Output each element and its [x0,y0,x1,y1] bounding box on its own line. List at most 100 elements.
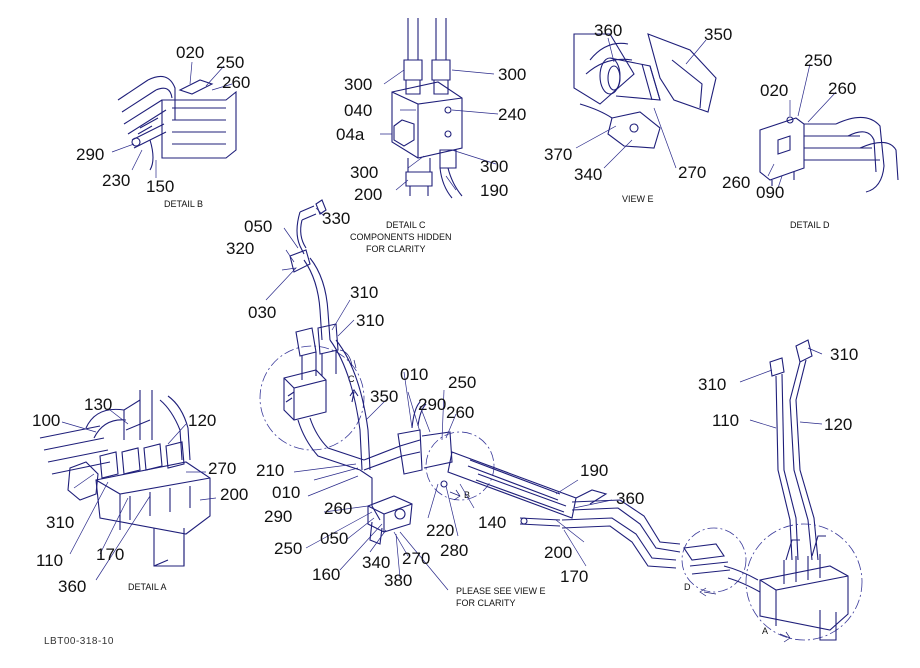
view-letter-c: C [348,374,355,384]
label-300: 300 [350,163,378,182]
label-04a: 04a [336,125,365,144]
detail-d-callout-circle [681,527,747,597]
label-300: 300 [498,65,526,84]
detail-d-leaders [767,63,837,189]
label-110: 110 [36,551,63,570]
detail-a-callout-circle [745,523,863,643]
label-340: 340 [574,165,602,184]
label-010: 010 [400,365,428,384]
please-see-caption-line1: PLEASE SEE VIEW E [456,586,546,596]
label-260: 260 [324,499,352,518]
label-290: 290 [76,145,104,164]
main-upper-hoses [289,199,331,341]
label-310: 310 [46,513,74,532]
label-020: 020 [176,43,204,62]
label-170: 170 [560,567,588,586]
label-290: 290 [264,507,292,526]
label-310: 310 [356,311,384,330]
label-270: 270 [208,459,236,478]
label-260: 260 [446,403,474,422]
label-270: 270 [402,549,430,568]
label-310: 310 [830,345,858,364]
label-250: 250 [804,51,832,70]
label-280: 280 [440,541,468,560]
detail-b-leaders [111,61,233,178]
main-valve-block [283,323,365,471]
label-350: 350 [704,25,732,44]
label-370: 370 [544,145,572,164]
label-310: 310 [350,283,378,302]
detail-c-leaders [380,69,499,191]
main-leaders [265,207,823,591]
view-letter-b: B [464,490,470,500]
detail-a-leaders [61,409,217,581]
view-e-leaders [575,37,707,169]
detail-a-caption: DETAIL A [128,582,167,592]
label-250: 250 [448,373,476,392]
label-360: 360 [594,21,622,40]
please-see-caption-line2: FOR CLARITY [456,598,516,608]
label-250: 250 [274,539,302,558]
detail-a-drawing [39,390,211,567]
detail-c-caption-line2: COMPONENTS HIDDEN [350,232,452,242]
view-e-drawing [573,33,717,149]
label-200: 200 [354,185,382,204]
detail-d-drawing [759,116,899,193]
view-e-caption: VIEW E [622,194,654,204]
label-160: 160 [312,565,340,584]
label-210: 210 [256,461,284,480]
label-050: 050 [320,529,348,548]
label-320: 320 [226,239,254,258]
label-020: 020 [760,81,788,100]
label-230: 230 [102,171,130,190]
label-240: 240 [498,105,526,124]
label-330: 330 [322,209,350,228]
main-cylinder [440,451,577,527]
label-050: 050 [244,217,272,236]
label-300: 300 [480,157,508,176]
view-letter-a: A [762,626,768,636]
detail-c-callout-circle [259,345,365,451]
label-150: 150 [146,177,174,196]
label-170: 170 [96,545,124,564]
label-200: 200 [220,485,248,504]
label-090: 090 [756,183,784,202]
label-340: 340 [362,553,390,572]
main-center-hoses [329,339,453,521]
label-290: 290 [418,395,446,414]
label-130: 130 [84,395,112,414]
drawing-reference-code: LBT00-318-10 [44,636,114,647]
label-300: 300 [344,75,372,94]
main-lower-fittings [367,495,413,545]
detail-b-callout-circle [425,431,495,501]
detail-d-caption: DETAIL D [790,220,830,230]
label-310: 310 [698,375,726,394]
label-260: 260 [722,173,750,192]
label-250: 250 [216,53,244,72]
label-350: 350 [370,387,398,406]
main-long-hoses [561,489,681,569]
label-220: 220 [426,521,454,540]
label-260: 260 [222,73,250,92]
detail-b-drawing [117,75,237,171]
label-140: 140 [478,513,506,532]
right-vertical-hoses [769,339,819,561]
label-380: 380 [384,571,412,590]
label-100: 100 [32,411,60,430]
label-040: 040 [344,101,372,120]
label-110: 110 [712,411,739,430]
view-letter-d: D [684,582,691,592]
label-190: 190 [480,181,508,200]
right-valve-block [723,535,849,641]
detail-c-caption-line1: DETAIL C [386,220,426,230]
label-030: 030 [248,303,276,322]
label-200: 200 [544,543,572,562]
label-270: 270 [678,163,706,182]
label-010: 010 [272,483,300,502]
detail-b-caption: DETAIL B [164,199,203,209]
label-360: 360 [616,489,644,508]
detail-c-caption-line3: FOR CLARITY [366,244,426,254]
label-120: 120 [824,415,852,434]
